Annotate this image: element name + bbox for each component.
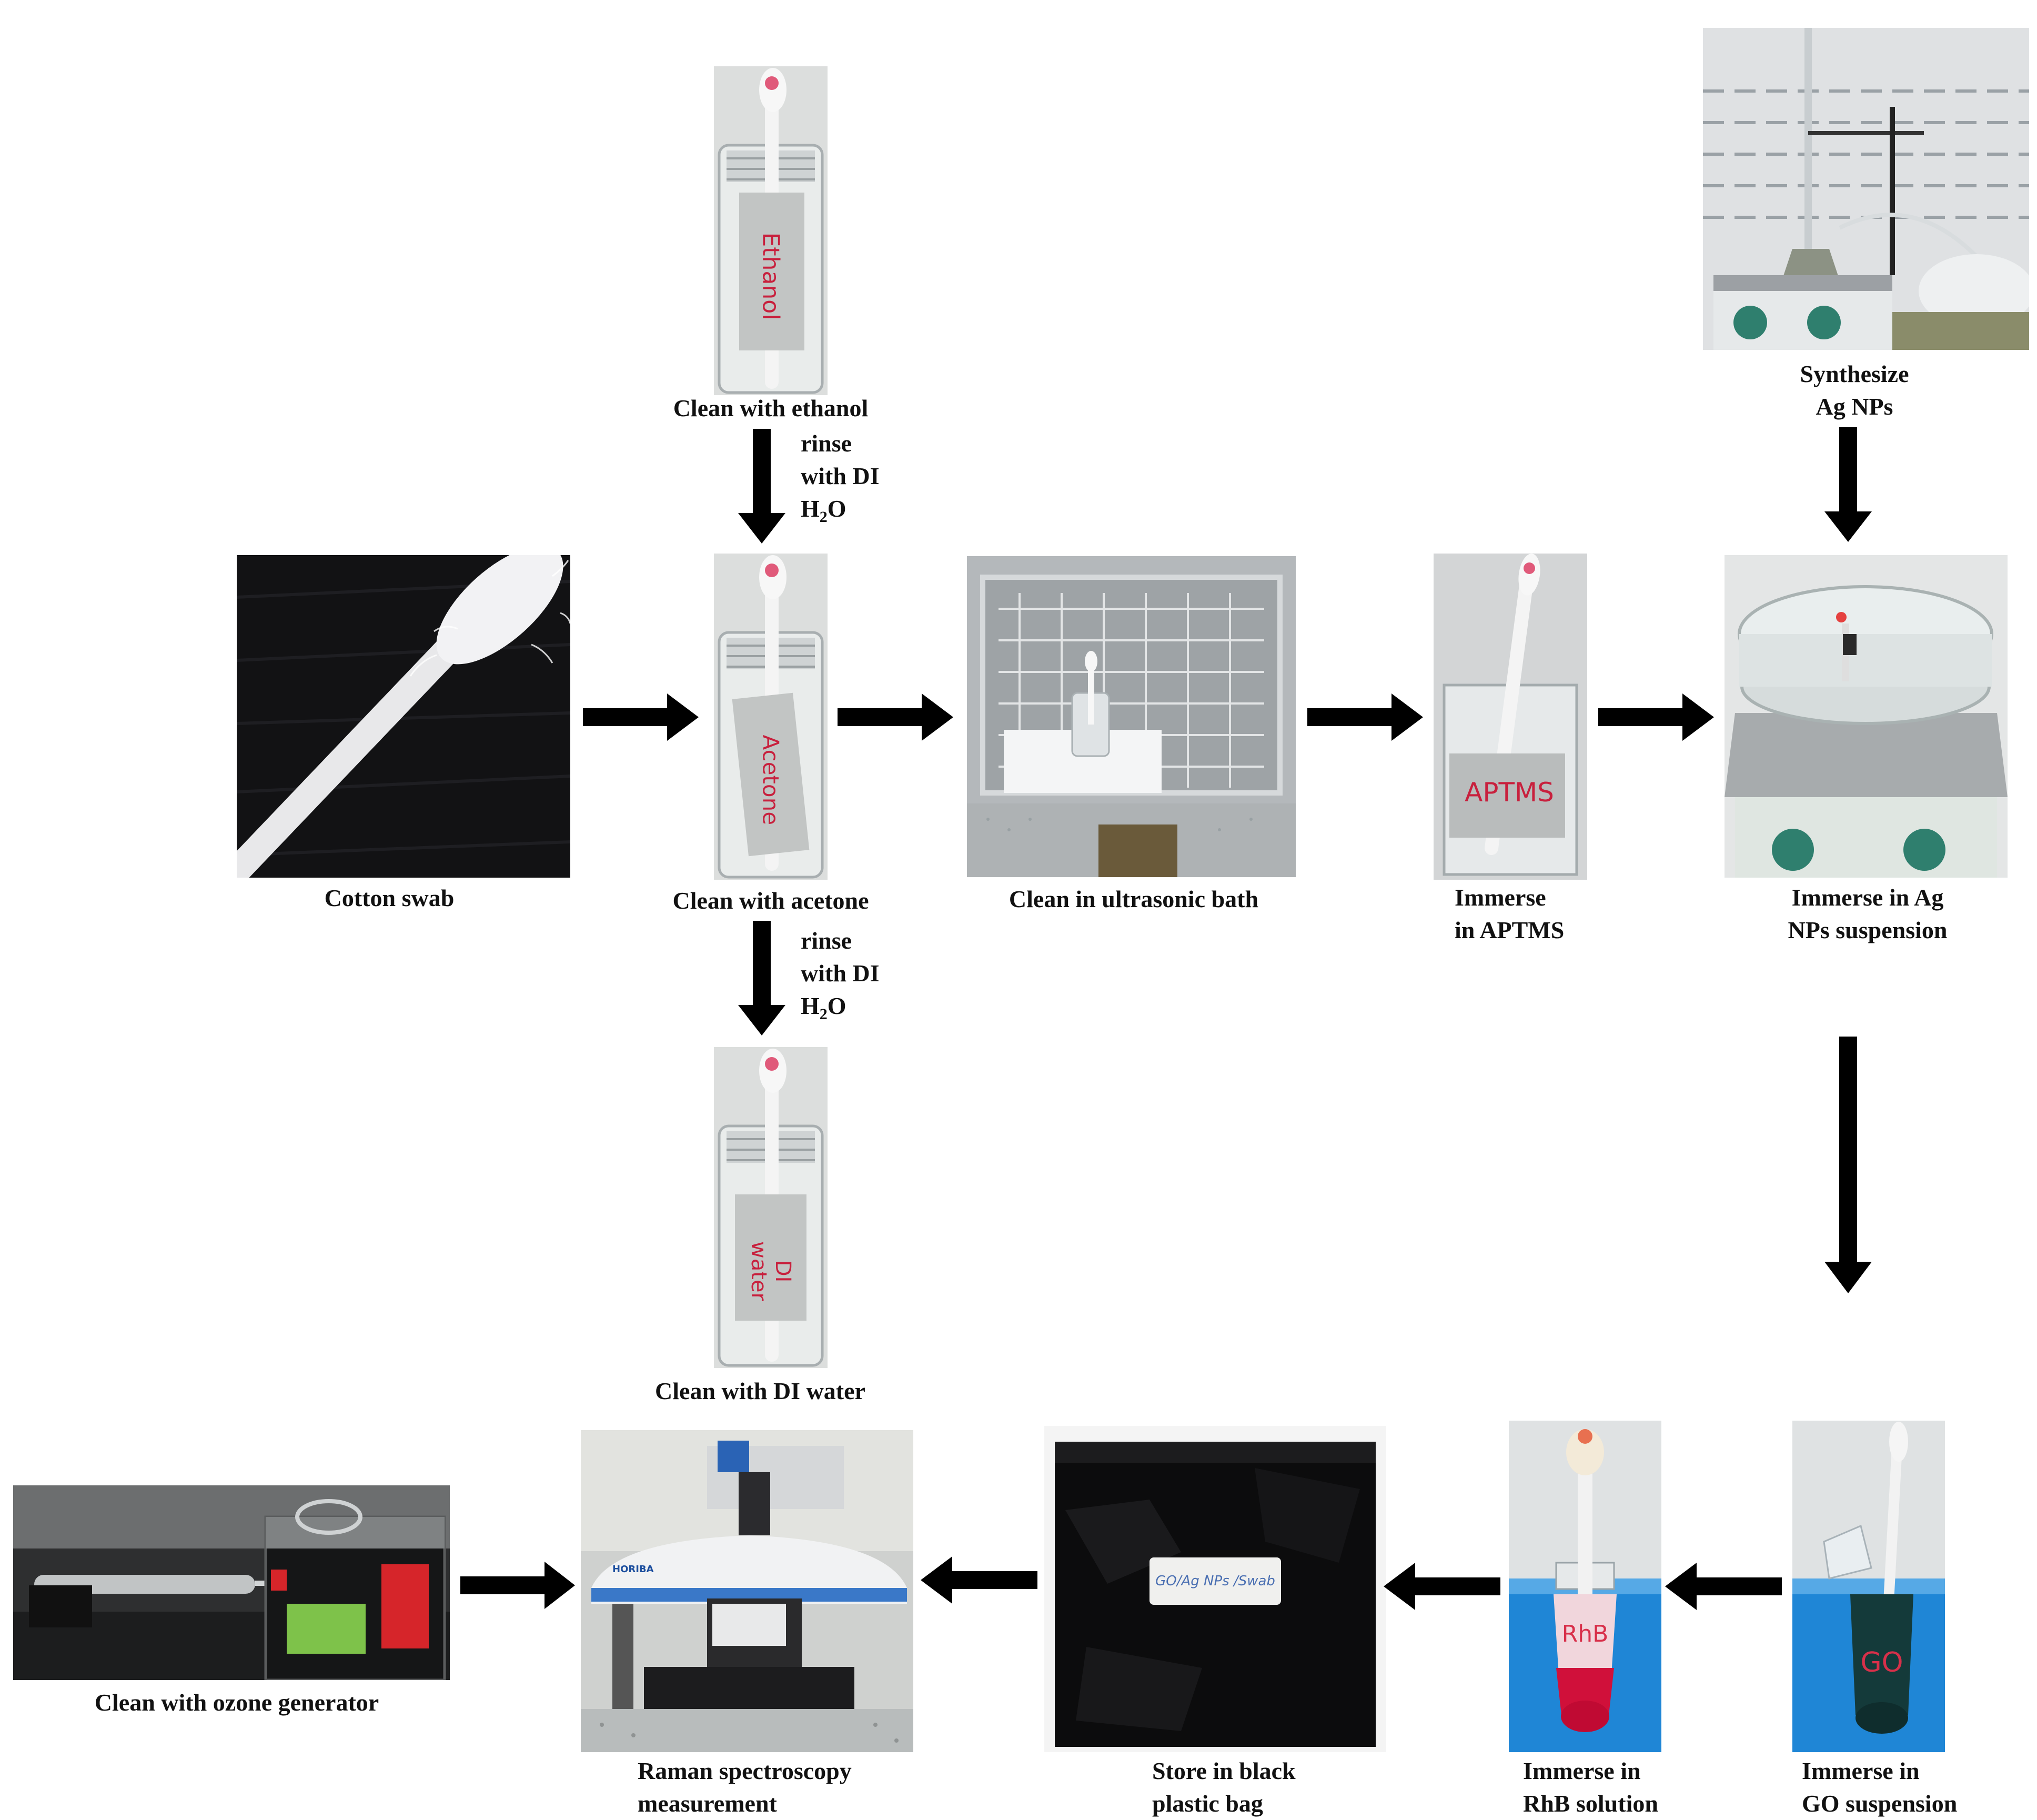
caption-synthesize-line1: Synthesize <box>1800 360 1909 387</box>
caption-bag-line2: plastic bag <box>1152 1790 1263 1817</box>
rinse-line2: with DI <box>801 462 880 489</box>
cotton-swab-photo <box>237 555 570 878</box>
arrow-go-to-rhb <box>1665 1563 1782 1610</box>
black-bag-photo: GO/Ag NPs /Swab <box>1044 1426 1386 1752</box>
rhb-tube-label: RhB <box>1561 1621 1609 1647</box>
rhb-solution-photo: RhB <box>1509 1421 1661 1752</box>
aptms-beaker-photo: APTMS <box>1434 554 1587 880</box>
caption-raman-line1: Raman spectroscopy <box>638 1757 852 1784</box>
caption-go-line1: Immerse in <box>1802 1757 1920 1784</box>
rinse-label-bottom: rinse with DI H2O <box>801 924 880 1031</box>
caption-acetone: Clean with acetone <box>672 887 869 914</box>
h2o-o-b: O <box>827 992 846 1019</box>
arrow-ethanol-to-acetone <box>738 429 785 544</box>
caption-ethanol: Clean with ethanol <box>673 395 869 421</box>
caption-agnps-immerse: Immerse in Ag NPs suspension <box>1736 881 1999 947</box>
go-tube-label: GO <box>1860 1647 1903 1678</box>
acetone-bottle-label: Acetone <box>758 735 784 826</box>
di-water-bottle-photo: DI water <box>714 1047 828 1368</box>
caption-aptms: Immerse in APTMS <box>1455 881 1564 947</box>
aptms-beaker-label: APTMS <box>1465 777 1554 808</box>
arrow-swab-to-acetone <box>583 693 699 741</box>
caption-aptms-line1: Immerse <box>1455 884 1546 911</box>
caption-cotton-swab: Cotton swab <box>324 884 455 911</box>
arrow-rhb-to-bag <box>1384 1563 1500 1610</box>
caption-bag-line1: Store in black <box>1152 1757 1296 1784</box>
rinse-label-top: rinse with DI H2O <box>801 427 880 534</box>
rinse-line1: rinse <box>801 430 852 457</box>
caption-go-line2: GO suspension <box>1802 1790 1958 1817</box>
caption-agnps-line2: NPs suspension <box>1788 917 1948 943</box>
caption-rhb-line1: Immerse in <box>1523 1757 1641 1784</box>
acetone-bottle-photo: Acetone <box>714 554 828 880</box>
h2o-h-b: H <box>801 992 820 1019</box>
raman-spectroscopy-photo: HORIBA <box>581 1430 913 1752</box>
caption-raman: Raman spectroscopy measurement <box>638 1755 852 1820</box>
h2o-sub: 2 <box>819 508 828 526</box>
ethanol-bottle-photo: Ethanol <box>714 66 828 395</box>
rinse-line1-b: rinse <box>801 927 852 954</box>
arrow-agnps-to-go <box>1824 1037 1872 1293</box>
caption-rhb-line2: RhB solution <box>1523 1790 1658 1817</box>
rinse-line3-b: H2O <box>801 990 880 1031</box>
rinse-line2-b: with DI <box>801 960 880 987</box>
h2o-h: H <box>801 495 820 522</box>
ethanol-bottle-label: Ethanol <box>757 232 784 320</box>
h2o-sub-b: 2 <box>819 1005 828 1023</box>
di-water-bottle-label: DI water <box>747 1241 795 1301</box>
caption-di-water: Clean with DI water <box>655 1377 865 1404</box>
caption-ozone: Clean with ozone generator <box>94 1689 379 1716</box>
synthesize-agnps-photo <box>1703 28 2029 350</box>
arrow-bag-to-raman <box>921 1556 1037 1604</box>
caption-synthesize-line2: Ag NPs <box>1816 393 1893 420</box>
arrow-aptms-to-agnps <box>1598 693 1714 741</box>
caption-go: Immerse in GO suspension <box>1802 1755 1957 1820</box>
go-suspension-photo: GO <box>1792 1421 1945 1752</box>
rinse-line3: H2O <box>801 492 880 534</box>
arrow-ultrasonic-to-aptms <box>1307 693 1423 741</box>
bag-label: GO/Ag NPs /Swab <box>1155 1573 1275 1589</box>
arrow-acetone-to-ultrasonic <box>838 693 953 741</box>
caption-ultrasonic: Clean in ultrasonic bath <box>1009 886 1259 912</box>
caption-rhb: Immerse in RhB solution <box>1523 1755 1658 1820</box>
raman-brand: HORIBA <box>612 1564 654 1575</box>
h2o-o: O <box>827 495 846 522</box>
arrow-ozone-to-raman <box>460 1562 575 1609</box>
arrow-acetone-to-di-water <box>738 921 785 1035</box>
caption-raman-line2: measurement <box>638 1790 777 1817</box>
arrow-synthesize-to-agnps <box>1824 427 1872 542</box>
caption-bag: Store in black plastic bag <box>1152 1755 1296 1820</box>
agnps-immersion-photo <box>1725 555 2008 878</box>
ozone-generator-photo <box>13 1485 450 1680</box>
ultrasonic-bath-photo <box>967 556 1296 877</box>
caption-agnps-line1: Immerse in Ag <box>1791 884 1944 911</box>
caption-synthesize: Synthesize Ag NPs <box>1736 358 1973 423</box>
caption-aptms-line2: in APTMS <box>1455 917 1565 943</box>
